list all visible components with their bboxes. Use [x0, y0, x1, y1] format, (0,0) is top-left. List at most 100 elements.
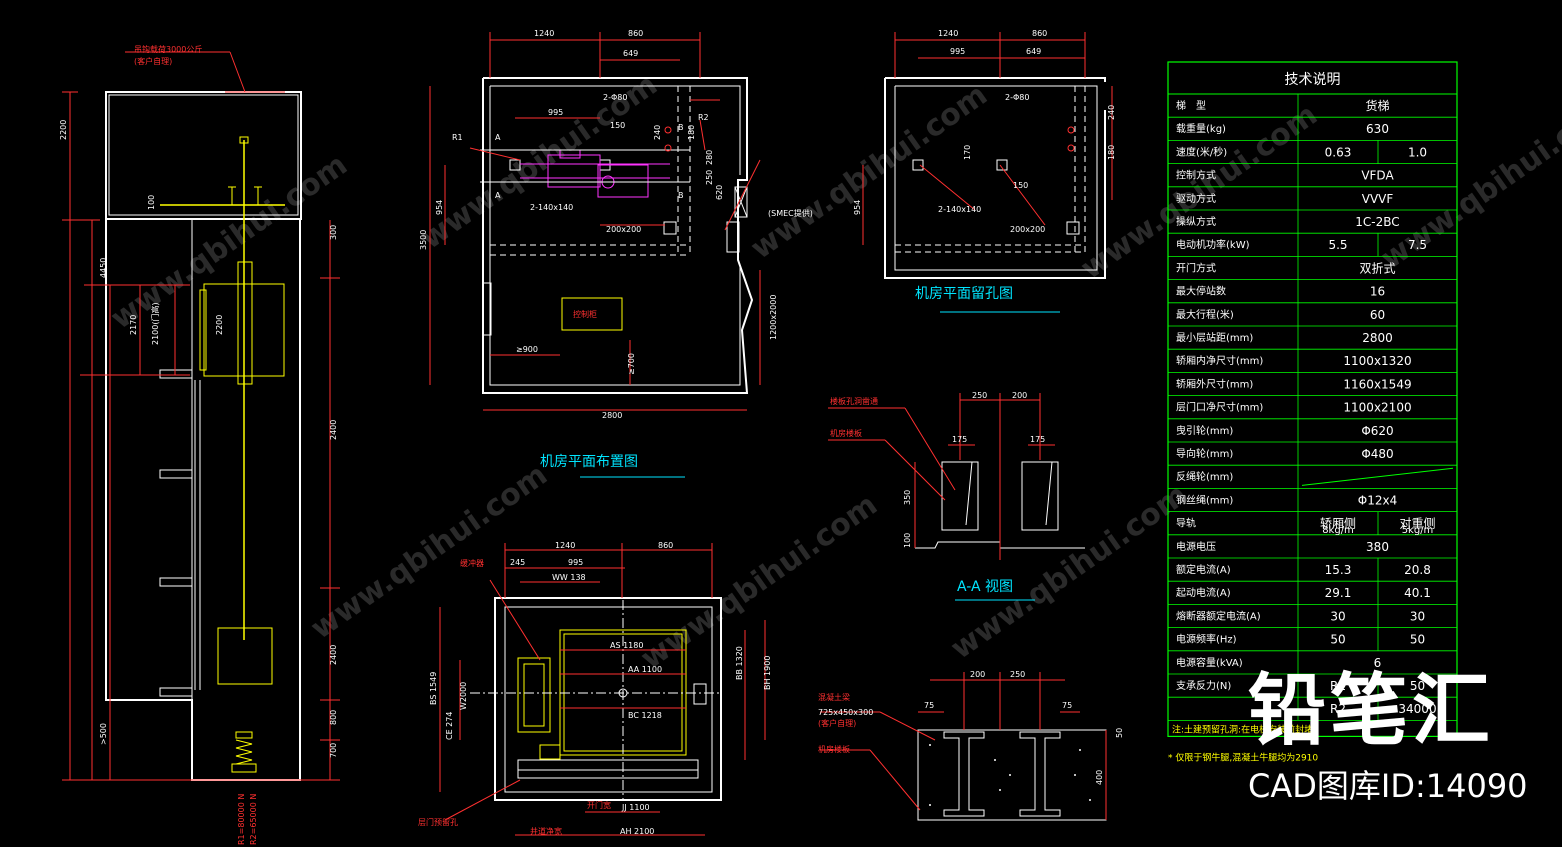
table-cell-value: 轿厢侧	[1320, 516, 1356, 531]
beam-floor-label: 机房楼板	[818, 744, 850, 754]
beam-concrete-label: 混凝土梁	[818, 692, 850, 702]
mr-label-a-top: A	[495, 133, 501, 142]
table-cell-value: R2	[1330, 702, 1346, 716]
table-cell-sub: 5kg/m	[1402, 525, 1434, 536]
aa-dim-175b: 175	[1030, 435, 1045, 444]
machine-room-layout: 1240 860 649 995 150 2-Φ80 2-140x140 200…	[419, 29, 813, 478]
plan-dim-jj: JJ 1100	[621, 803, 650, 812]
table-row-label: 曳引轮(mm)	[1176, 424, 1233, 437]
table-cell-sub: 8kg/m	[1322, 525, 1354, 536]
table-row-label: 驱动方式	[1176, 192, 1216, 205]
beam-dim-50: 50	[1115, 728, 1124, 738]
dim-500: >500	[99, 723, 108, 745]
mr-control-cabinet: 控制柜	[573, 309, 597, 319]
mr-dim-900: ≥900	[516, 345, 538, 354]
dim-2400-lower: 2400	[329, 645, 338, 665]
table-cell-value: 对重侧	[1399, 517, 1435, 531]
mr-label-r1: R1	[452, 133, 463, 142]
mr-dim-2800: 2800	[602, 411, 622, 420]
table-border	[1167, 61, 1458, 738]
table-row-label: 最大停站数	[1176, 285, 1226, 298]
mr-dim-280: 280	[705, 150, 714, 165]
mr-label-b-bottom: B	[678, 191, 684, 200]
dim-100: 100	[147, 195, 156, 210]
aa-dim-250: 250	[972, 391, 987, 400]
mr-dim-150: 150	[610, 121, 625, 130]
table-row-label: 开门方式	[1176, 261, 1216, 274]
table-star-note: * 仅限于钢牛腿,混凝土牛腿均为2910	[1168, 751, 1318, 763]
mr-dim-1240: 1240	[534, 29, 554, 38]
table-cell-value: 6	[1374, 656, 1382, 670]
mr-smec-label: (SMEC提供)	[768, 208, 813, 218]
reaction-r2: R2=65000 N	[249, 794, 258, 845]
hoistway-section: 吊钩载荷3000公斤 (客户自理) 2200 4450 2170 2100(门高…	[59, 44, 340, 845]
table-row-label: 熔断器额定电流(A)	[1176, 609, 1261, 622]
table-cell-value: 双折式	[1359, 260, 1395, 275]
plan-dim-245: 245	[510, 558, 525, 567]
hole-dim-649: 649	[1026, 47, 1041, 56]
plan-wall-label: 层门预留孔	[418, 817, 458, 827]
mr-dim-954: 954	[435, 200, 444, 215]
table-row-label: 电源电压	[1176, 540, 1216, 553]
table-cell-value: 50	[1330, 633, 1345, 647]
table-row-label: 轿厢外尺寸(mm)	[1176, 377, 1253, 390]
table-cell-value: 1100x2100	[1343, 401, 1411, 415]
hole-dim-150: 150	[1013, 181, 1028, 190]
title-section-aa: A-A 视图	[957, 579, 1013, 595]
table-row-label: 反绳轮(mm)	[1176, 470, 1233, 483]
table-footnote: 注:土建预留孔洞:在电梯安装前封堵	[1172, 723, 1313, 735]
table-cell-value: VVVF	[1362, 192, 1394, 206]
mr-label-a-bottom: A	[495, 191, 501, 200]
table-cell-value: R1	[1330, 679, 1346, 693]
table-row-label: 电源容量(kVA)	[1176, 656, 1243, 669]
hole-dim-200x200: 200x200	[1010, 225, 1045, 234]
table-cell-value: 15.3	[1325, 563, 1352, 577]
plan-dim-bh: BH 1900	[763, 656, 772, 690]
dim-2400-upper: 2400	[329, 420, 338, 440]
hole-dim-954: 954	[853, 200, 862, 215]
table-cell-value: 20.8	[1404, 563, 1431, 577]
aa-label-floor: 机房楼板	[830, 428, 862, 438]
table-row-label: 最小层站距(mm)	[1176, 331, 1253, 344]
hole-dim-170: 170	[963, 145, 972, 160]
table-row-label: 电动机功率(kW)	[1176, 238, 1250, 251]
plan-dim-w: W2000	[459, 682, 468, 710]
table-cell-value: VFDA	[1361, 169, 1394, 183]
reaction-r1: R1=80000 N	[237, 794, 246, 845]
table-row-label: 导向轮(mm)	[1176, 447, 1233, 460]
hole-dim-2x80: 2-Φ80	[1005, 93, 1029, 102]
table-cell-value: 0.63	[1325, 145, 1352, 159]
table-cell-value: 7.5	[1408, 238, 1427, 252]
plan-buffer-label: 缓冲器	[460, 558, 484, 568]
mr-dim-649: 649	[623, 49, 638, 58]
plan-dim-860: 860	[658, 541, 673, 550]
plan-dim-as: AS 1180	[610, 641, 643, 650]
plan-hoistway-width-label: 井道净宽	[530, 826, 562, 836]
table-cell-value: 630	[1366, 122, 1389, 136]
table-cell-value: 1160x1549	[1343, 377, 1411, 391]
table-row-label: 额定电流(A)	[1176, 563, 1231, 576]
mr-dim-860: 860	[628, 29, 643, 38]
hole-dim-2x140: 2-140x140	[938, 205, 981, 214]
plan-dim-aa: AA 1100	[628, 665, 662, 674]
table-cell-value: Φ620	[1361, 424, 1393, 438]
beam-dim-400: 400	[1095, 770, 1104, 785]
section-aa-view: 楼板孔洞凿通 机房楼板 250 200 175 175 350 100 A-A …	[828, 391, 1085, 601]
table-cell-value: 1100x1320	[1343, 354, 1411, 368]
table-row-label: 支承反力(N)	[1176, 679, 1231, 692]
title-machine-room-holes: 机房平面留孔图	[915, 286, 1013, 302]
table-row-label: 操纵方式	[1176, 215, 1216, 228]
beam-client-label: (客户自理)	[818, 718, 856, 728]
aa-dim-200: 200	[1012, 391, 1027, 400]
beam-size: 725x450x300	[818, 708, 873, 717]
mr-label-r2: R2	[698, 113, 709, 122]
table-cell-value: 1.0	[1408, 145, 1427, 159]
plan-dim-995: 995	[568, 558, 583, 567]
plan-dim-ww: WW 138	[552, 573, 586, 582]
table-cell-value: 34000	[1398, 702, 1436, 716]
plan-dim-bb: BB 1320	[735, 646, 744, 680]
table-cell-value: 40.1	[1404, 586, 1431, 600]
plan-dim-bc: BC 1218	[628, 711, 662, 720]
table-cell-value: 货梯	[1365, 98, 1389, 113]
